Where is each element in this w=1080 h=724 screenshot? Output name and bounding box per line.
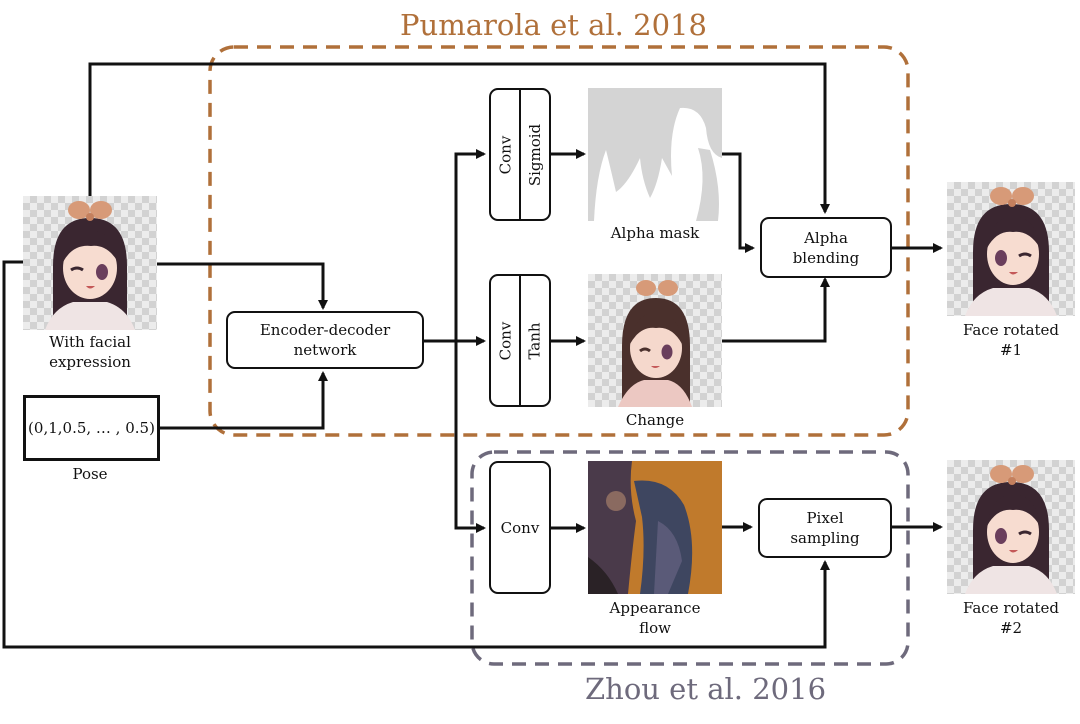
encoder-to-conv-line: [454, 341, 486, 533]
change-label: Change: [625, 411, 685, 429]
appearance-flow-label-line2: flow: [639, 619, 671, 637]
conv-tanh-conv-label: Conv: [496, 321, 514, 360]
change-image: [588, 274, 722, 407]
alpha-blending-box: Alpha blending: [760, 217, 892, 278]
pose-label: Pose: [72, 465, 108, 483]
alpha-mask-image: [588, 88, 722, 221]
alpha-mask-icon: [588, 88, 722, 221]
output-face-2-label-line1: Face rotated: [962, 599, 1060, 617]
output-face-1-image: [947, 182, 1075, 316]
output-face-2-label-line2: #2: [999, 619, 1023, 637]
output-face-1-label: Face rotated #1: [946, 320, 1076, 360]
pumarola-group-title: Pumarola et al. 2018: [400, 8, 707, 42]
pose-to-encoder-line: [160, 371, 328, 430]
appearance-flow-image: [588, 461, 722, 594]
pixel-sampling-label-line1: Pixel: [806, 509, 844, 527]
face-to-encoder-line: [157, 262, 328, 310]
change-face-icon: [618, 280, 692, 407]
input-face-label-line1: With facial: [49, 333, 131, 351]
encoder-decoder-box: Encoder-decoder network: [226, 311, 424, 369]
anime-face-icon: [965, 465, 1057, 594]
pumarola-group-frame: [208, 45, 910, 437]
appearance-flow-label: Appearance flow: [588, 598, 722, 638]
input-face-image: [23, 196, 157, 330]
output-face-2-label: Face rotated #2: [946, 598, 1076, 638]
input-face-label-line2: expression: [49, 353, 131, 371]
input-face-label: With facial expression: [30, 332, 150, 372]
output-face-2-image: [947, 460, 1075, 594]
conv-box: Conv: [489, 461, 551, 594]
pixel-sampling-label-line2: sampling: [790, 529, 860, 547]
anime-face-icon: [965, 187, 1057, 316]
alpha-mask-to-blending-line: [722, 152, 755, 253]
output-face-1-label-line2: #1: [999, 341, 1023, 359]
anime-face-icon: [45, 201, 135, 330]
conv-tanh-tanh-label: Tanh: [526, 321, 545, 360]
conv-sigmoid-box: Conv Sigmoid: [489, 88, 551, 221]
pixel-sampling-box: Pixel sampling: [758, 498, 892, 558]
change-to-blending-line: [722, 277, 830, 343]
encoder-decoder-label-line2: network: [293, 341, 357, 359]
conv-tanh-box: Conv Tanh: [489, 274, 551, 407]
alpha-blending-label-line1: Alpha: [804, 228, 848, 247]
alpha-mask-label: Alpha mask: [610, 224, 700, 242]
face-to-alpha-blending-line: [88, 62, 830, 214]
encoder-decoder-label-line1: Encoder-decoder: [259, 321, 391, 339]
face-to-pixel-sampling-line: [2, 260, 830, 649]
encoder-to-conv-sigmoid-line: [454, 149, 486, 341]
output-face-1-label-line1: Face rotated: [962, 321, 1060, 339]
appearance-flow-label-line1: Appearance: [609, 599, 701, 617]
zhou-group-frame: [470, 450, 910, 666]
conv-sigmoid-sigmoid-label: Sigmoid: [526, 123, 544, 186]
appearance-flow-icon: [588, 461, 693, 594]
zhou-group-title: Zhou et al. 2016: [585, 672, 827, 706]
alpha-blending-label-line2: blending: [792, 248, 860, 267]
pose-vector-box: (0,1,0.5, … , 0.5): [23, 395, 160, 461]
conv-sigmoid-conv-label: Conv: [496, 135, 514, 174]
